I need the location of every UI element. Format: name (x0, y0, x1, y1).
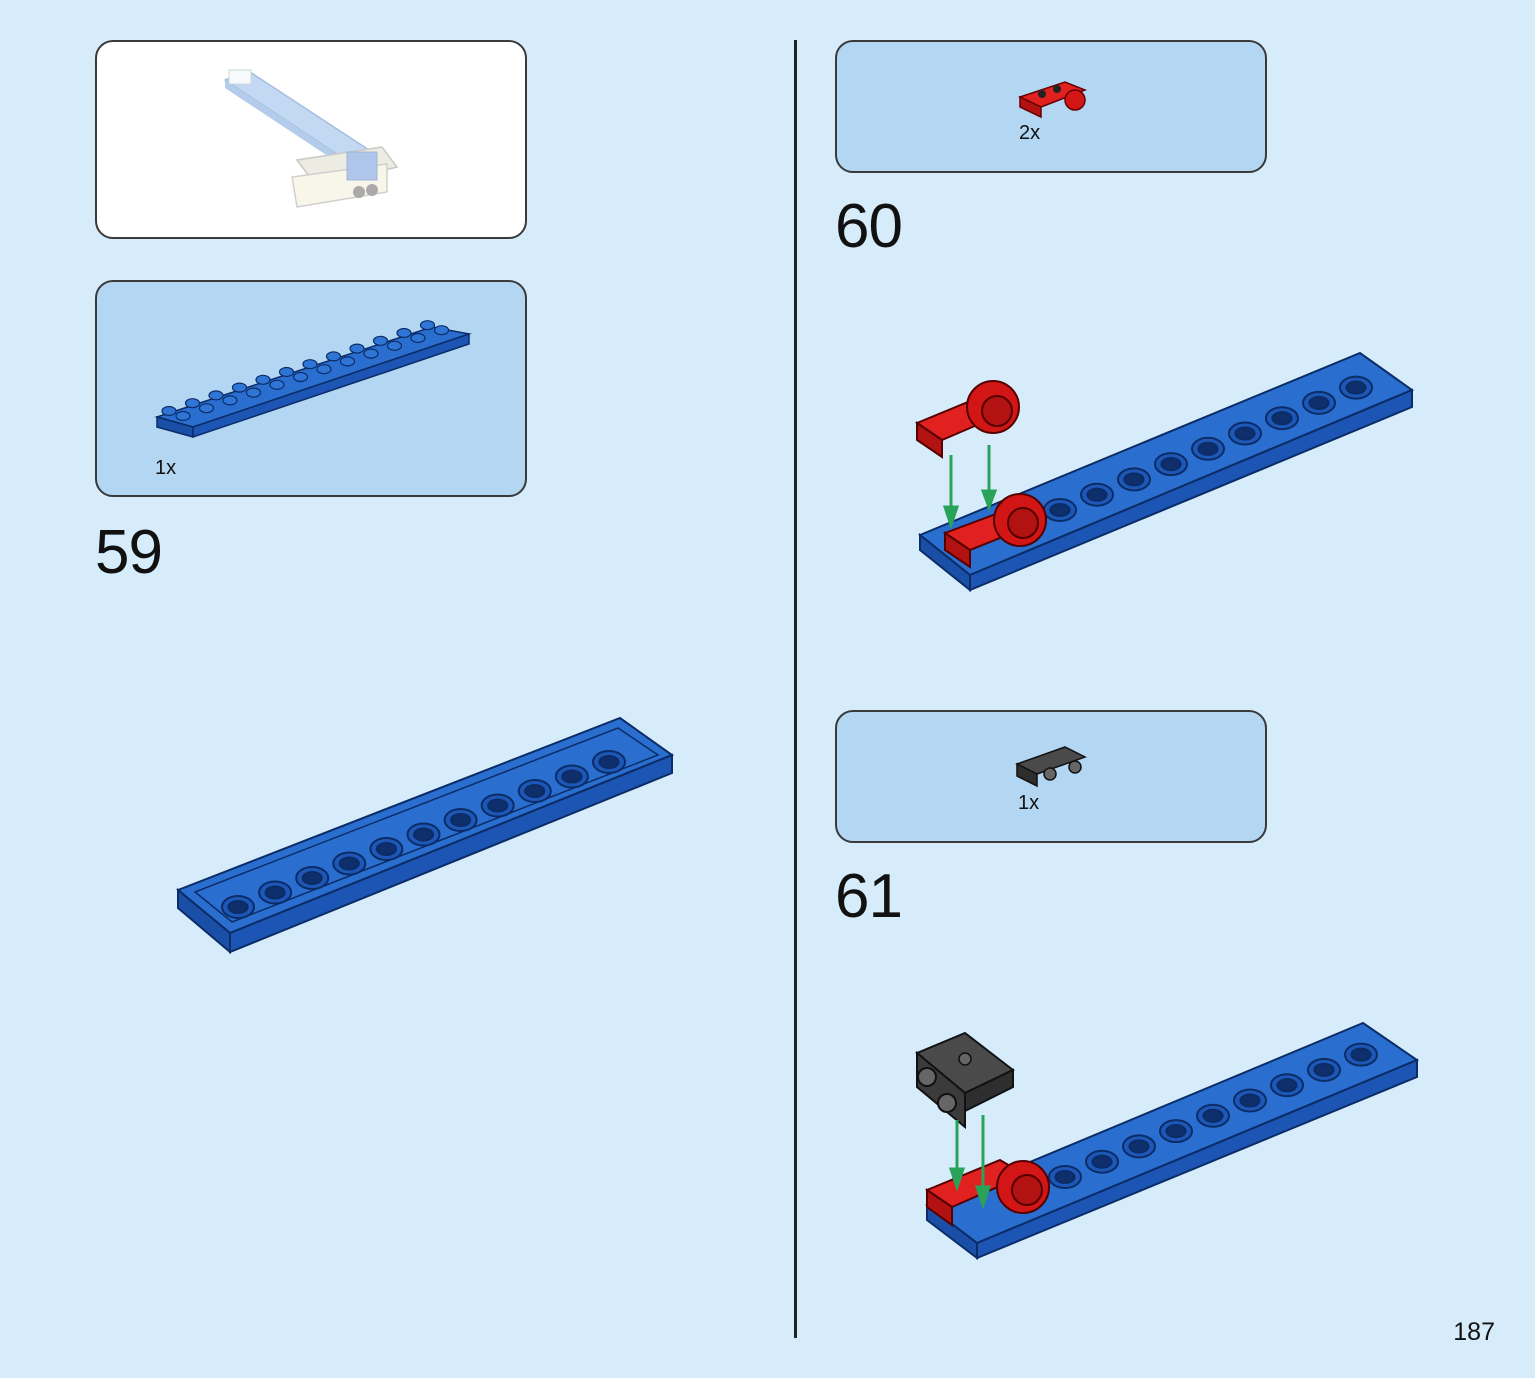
plate-stud (433, 325, 450, 336)
part-black-bracket-icon (1015, 746, 1087, 788)
plate-stud (245, 387, 262, 398)
plate-hole-inner (1091, 1154, 1113, 1169)
plate-hole-inner (1276, 1078, 1298, 1093)
plate-hole-inner (1165, 1124, 1187, 1139)
plate-stud (175, 410, 191, 422)
plate-stud (396, 327, 412, 339)
part-red-brick-icon (1017, 81, 1088, 119)
plate-hole-inner (1086, 487, 1108, 502)
plate-stud (339, 356, 356, 367)
parts-panel-step-59: 1x (95, 280, 527, 497)
quantity-label: 1x (1018, 792, 1040, 814)
plate-hole-inner (561, 769, 583, 784)
plate-hole-inner (375, 841, 397, 857)
plate-stud (198, 403, 215, 414)
parts-panel-step-61: 1x (835, 710, 1267, 843)
plate-stud (292, 371, 309, 383)
plate-hole-inner (338, 856, 360, 871)
placement-arrows (948, 1115, 992, 1210)
plate-stud (302, 359, 318, 370)
plate-stud (419, 320, 436, 331)
plate-stud (316, 364, 332, 375)
step-number-60: 60 (835, 192, 903, 261)
model-preview-image (223, 69, 399, 208)
plate-hole-inner (1160, 457, 1182, 472)
plate-hole-inner (301, 870, 323, 886)
quantity-label: 1x (155, 457, 177, 479)
plate-stud (161, 405, 177, 417)
plate-stud (349, 343, 365, 354)
plate-stud (269, 379, 285, 390)
page-number: 187 (1453, 1318, 1495, 1346)
plate-stud (386, 340, 403, 351)
plate-stud (363, 348, 379, 359)
plate-hole-inner (1313, 1062, 1335, 1077)
plate-hole-inner (1202, 1108, 1224, 1123)
step-number-59: 59 (95, 518, 163, 587)
plate-stud (255, 374, 271, 385)
plate-hole-inner (227, 899, 249, 915)
plate-hole-inner (1054, 1169, 1076, 1185)
plate-stud (231, 382, 248, 393)
plate-hole-inner (1350, 1047, 1372, 1062)
step-number-61: 61 (835, 862, 903, 931)
parts-panel-step-60: 2x (835, 40, 1267, 173)
plate-stud (184, 398, 201, 409)
step-59-build-illustration (176, 716, 675, 955)
plate-hole-inner (264, 885, 286, 900)
plate-hole-inner (1234, 426, 1256, 441)
plate-hole-inner (1271, 411, 1293, 426)
step-60-build-illustration (914, 351, 1415, 593)
plate-hole-inner (450, 812, 472, 828)
plate-hole-inner (598, 754, 620, 770)
plate-hole-inner (1197, 441, 1219, 456)
quantity-label: 2x (1019, 122, 1041, 144)
part-blue-plate-icon (154, 320, 472, 439)
plate-hole-inner (487, 798, 509, 813)
plate-stud (278, 366, 295, 378)
placement-arrows (942, 445, 998, 530)
plate-hole-inner (1308, 395, 1330, 410)
plate-stud (222, 395, 238, 406)
plate-stud (208, 390, 224, 401)
plate-hole-inner (1345, 380, 1367, 395)
plate-hole-inner (412, 827, 435, 842)
plate-stud (410, 332, 426, 344)
plate-hole-inner (1123, 472, 1145, 487)
plate-hole-inner (1128, 1139, 1150, 1154)
plate-stud (325, 351, 342, 362)
plate-hole-inner (1239, 1093, 1261, 1108)
step-61-build-illustration (915, 1021, 1420, 1261)
column-divider (794, 40, 797, 1338)
plate-hole-inner (1049, 502, 1071, 518)
plate-hole-inner (524, 783, 546, 799)
model-preview-panel (95, 40, 527, 239)
plate-stud (372, 335, 389, 346)
